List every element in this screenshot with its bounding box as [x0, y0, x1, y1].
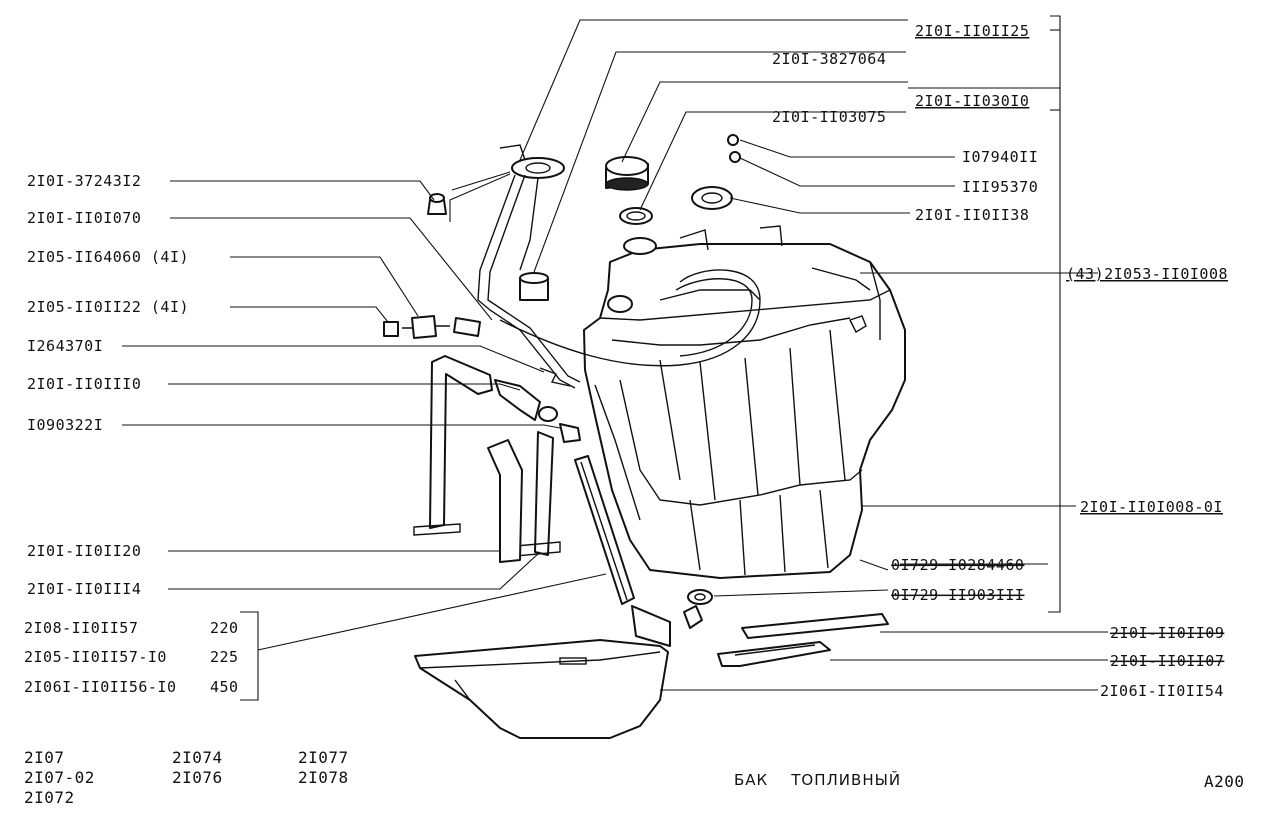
filler-cap-part	[605, 156, 649, 191]
strap-bracket-2-part	[494, 379, 561, 557]
model-code: 2I07	[24, 748, 65, 767]
model-code: 2I078	[298, 768, 349, 787]
label-right: 2I06I-II0II54	[1100, 682, 1224, 700]
label-left: I264370I	[27, 337, 103, 355]
bracket-bolt-part	[559, 423, 581, 443]
label-right: 0I729 II903III	[891, 586, 1024, 604]
label-top: 2I0I-3827064	[772, 50, 886, 68]
labels-right: I07940II III95370 2I0I-II0II38 (43)2I053…	[891, 148, 1228, 700]
fuel-sender-part	[477, 144, 581, 389]
label-right: 2I0I-II0I008-0I	[1080, 498, 1223, 516]
tank-side-neck-part	[607, 295, 633, 313]
model-code: 2I077	[298, 748, 349, 767]
variant-part: 2I05-II0II57-I0	[24, 648, 167, 666]
clip-part	[411, 315, 437, 339]
bracket-washer-part	[538, 406, 558, 422]
label-right: 2I0I-II0II07	[1110, 652, 1224, 670]
label-left: 2I0I-37243I2	[27, 172, 141, 190]
mounting-strip-part	[574, 455, 635, 605]
label-right: 2I0I-II0II09	[1110, 624, 1224, 642]
variant-part: 2I08-II0II57	[24, 619, 138, 637]
bracket-strap-part	[413, 355, 493, 536]
label-left: 2I0I-II0III4	[27, 580, 141, 598]
label-top: 2I0I-II0II25	[915, 22, 1029, 40]
label-right: 0I729 I0284460	[891, 556, 1024, 574]
spring-clip-part	[539, 367, 571, 387]
breather-hose-part	[499, 269, 761, 367]
sender-flange-part	[691, 186, 733, 210]
filler-gasket-part	[619, 207, 653, 225]
label-left: I090322I	[27, 416, 103, 434]
drawing-title: БАК ТОПЛИВНЫЙ	[734, 770, 901, 789]
leader-lines	[122, 15, 1108, 701]
hose-stub-part	[453, 317, 481, 337]
footer: 2I07 2I07-02 2I072 2I074 2I076 2I077 2I0…	[24, 748, 1245, 807]
variant-part: 2I06I-II0II56-I0	[24, 678, 177, 696]
drain-plug-part	[683, 605, 703, 629]
model-code: 2I074	[172, 748, 223, 767]
label-left: 2I0I-II0II20	[27, 542, 141, 560]
pad-upper-part	[741, 613, 889, 639]
pad-lower-part	[717, 641, 831, 667]
model-code: 2I072	[24, 788, 75, 807]
variant-table: 2I08-II0II57 220 2I05-II0II57-I0 225 2I0…	[24, 619, 239, 696]
labels-left: 2I0I-37243I2 2I0I-II0I070 2I05-II64060 (…	[27, 172, 189, 598]
model-code: 2I076	[172, 768, 223, 787]
label-right: I07940II	[962, 148, 1038, 166]
label-top: 2I0I-II03075	[772, 108, 886, 126]
labels-top: 2I0I-II0II25 2I0I-3827064 2I0I-II030I0 2…	[772, 22, 1029, 126]
heat-shield-part	[414, 605, 671, 739]
label-top: 2I0I-II030I0	[915, 92, 1029, 110]
label-right: III95370	[962, 178, 1038, 196]
variant-value: 450	[210, 678, 239, 696]
label-left: 2I05-II0II22 (4I)	[27, 298, 189, 316]
nut-part	[727, 134, 739, 146]
washer-part	[729, 151, 741, 163]
label-right: (43)2I053-II0I008	[1066, 265, 1228, 283]
drain-washer-part	[687, 589, 713, 605]
label-right: 2I0I-II0II38	[915, 206, 1029, 224]
variant-value: 220	[210, 619, 239, 637]
variant-value: 225	[210, 648, 239, 666]
label-left: 2I0I-II0I070	[27, 209, 141, 227]
label-left: 2I0I-II0III0	[27, 375, 141, 393]
page-code: A200	[1204, 772, 1245, 791]
label-left: 2I05-II64060 (4I)	[27, 248, 189, 266]
parts-drawing	[383, 134, 906, 739]
model-code: 2I07-02	[24, 768, 95, 787]
fuel-tank-body	[583, 243, 906, 579]
nipple-part	[383, 321, 399, 337]
strap-rubber-part	[487, 439, 523, 563]
tank-neck-part	[623, 237, 657, 255]
